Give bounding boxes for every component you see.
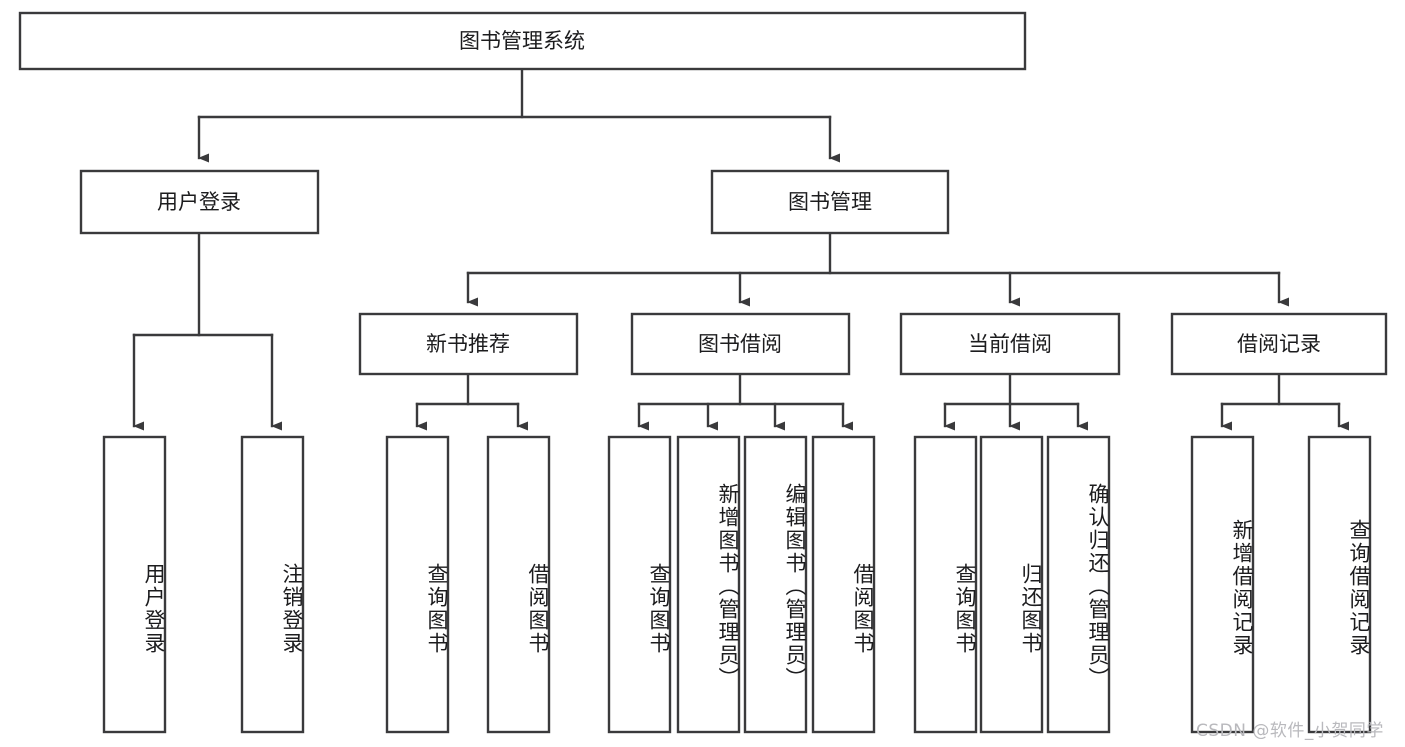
leaf-query-record-box[interactable] [1307,435,1372,734]
leaf-query-book-1-box[interactable] [385,435,450,734]
node-borrow-record-box[interactable] [1170,312,1388,376]
node-user-login-label: 用户登录 [157,190,241,214]
node-new-book-rec-label: 新书推荐 [426,332,510,356]
node-root-box[interactable] [18,11,1027,71]
node-root-label: 图书管理系统 [459,29,585,53]
edge-group-root [197,67,840,163]
leaf-add-record-box[interactable] [1190,435,1255,734]
node-current-borrow-box[interactable] [899,312,1121,376]
node-borrow-record[interactable]: 借阅记录 [1170,312,1388,376]
leaf-borrow-book-2-box[interactable] [811,435,876,734]
node-book-borrow-box[interactable] [630,312,851,376]
leaf-boxes [102,435,1372,734]
edge-group-borrow-record [1220,372,1349,431]
edge-group-new-book-rec [415,372,528,431]
node-current-borrow-label: 当前借阅 [968,332,1052,356]
node-root[interactable]: 图书管理系统 [18,11,1027,71]
leaf-query-book-3-box[interactable] [913,435,978,734]
node-book-manage-label: 图书管理 [788,190,872,214]
node-book-borrow[interactable]: 图书借阅 [630,312,851,376]
node-user-login[interactable]: 用户登录 [79,169,320,235]
node-book-manage-box[interactable] [710,169,950,235]
leaf-return-book-box[interactable] [979,435,1044,734]
leaf-user-login-box[interactable] [102,435,167,734]
leaf-query-book-2-box[interactable] [607,435,672,734]
watermark-text: CSDN @软件_小贺同学 [1196,721,1384,741]
leaf-logout-login-box[interactable] [240,435,305,734]
node-new-book-rec-box[interactable] [358,312,579,376]
node-book-manage[interactable]: 图书管理 [710,169,950,235]
node-book-borrow-label: 图书借阅 [698,332,782,356]
leaf-edit-book-box[interactable] [743,435,808,734]
leaf-add-book-box[interactable] [676,435,741,734]
node-new-book-rec[interactable]: 新书推荐 [358,312,579,376]
leaf-borrow-book-1-box[interactable] [486,435,551,734]
edge-group-user-login [132,231,282,431]
edge-group-book-borrow [637,372,853,431]
node-current-borrow[interactable]: 当前借阅 [899,312,1121,376]
leaf-confirm-return-box[interactable] [1046,435,1111,734]
node-borrow-record-label: 借阅记录 [1237,332,1321,356]
edge-group-current-borrow [943,372,1088,431]
edge-group-book-manage [466,231,1289,307]
node-user-login-box[interactable] [79,169,320,235]
